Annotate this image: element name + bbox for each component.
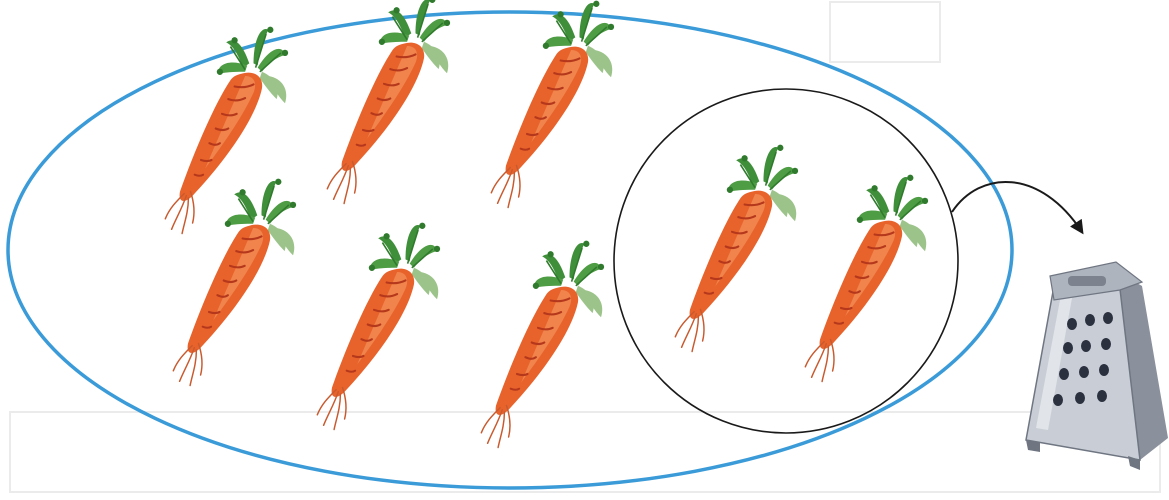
carrot-icon — [491, 1, 614, 208]
carrot-icon — [317, 223, 440, 430]
carrot-icon — [675, 145, 798, 352]
carrot-icon — [805, 175, 928, 382]
carrot-icon — [327, 0, 450, 203]
circled-carrots-circle — [614, 89, 958, 433]
background-ghost-boxes — [10, 2, 1160, 492]
carrot-icon — [481, 241, 604, 448]
carrot-icon — [173, 179, 296, 386]
grater-icon — [1026, 262, 1168, 470]
curved-arrow-icon — [952, 182, 1082, 232]
